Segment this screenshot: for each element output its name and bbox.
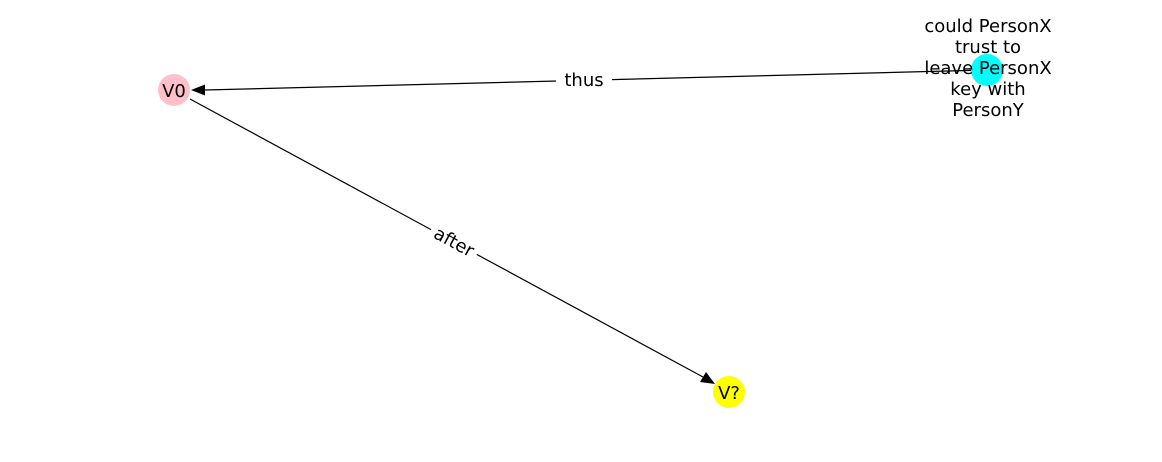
node-concept-label-line-4: key with	[950, 79, 1025, 100]
node-concept-circle	[971, 54, 1003, 86]
edge-thus-label-bg	[556, 67, 612, 91]
node-concept-label-line-2: trust to	[955, 37, 1021, 58]
node-v0-circle	[158, 74, 190, 106]
edge-after-arrowhead	[700, 372, 715, 384]
node-concept-label-line-5: PersonY	[952, 100, 1024, 121]
node-v-unknown: V?	[713, 376, 745, 408]
node-v0-label: V0	[162, 81, 186, 102]
node-v0: V0	[158, 74, 190, 106]
node-concept: could PersonX trust to leave PersonX key…	[924, 16, 1051, 121]
node-v-unknown-label: V?	[718, 383, 740, 404]
node-concept-label-line-1: could PersonX	[924, 16, 1051, 37]
edge-thus-label: thus	[564, 70, 603, 91]
edge-thus-arrowhead	[191, 84, 205, 96]
edge-after-label-bg	[425, 218, 484, 265]
edge-after: after	[189, 98, 715, 384]
node-v-unknown-circle	[713, 376, 745, 408]
edge-thus: thus	[191, 67, 988, 96]
node-concept-label-line-3: leave PersonX	[924, 58, 1051, 79]
